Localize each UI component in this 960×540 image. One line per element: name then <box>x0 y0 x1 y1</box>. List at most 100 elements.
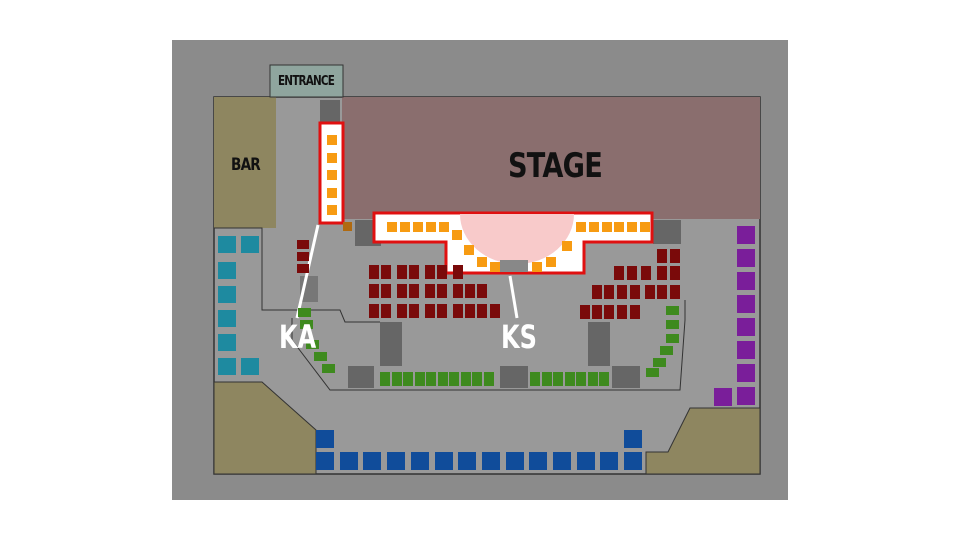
seat-red[interactable] <box>453 304 463 318</box>
seat-partial[interactable] <box>343 222 352 231</box>
seat-ks[interactable] <box>477 257 487 267</box>
seat-ka[interactable] <box>327 153 337 163</box>
seat-red[interactable] <box>437 284 447 298</box>
seat-ks[interactable] <box>576 222 586 232</box>
seat-blue[interactable] <box>553 452 571 470</box>
seat-green[interactable] <box>666 334 679 343</box>
seat-purple[interactable] <box>714 388 732 406</box>
seat-green[interactable] <box>553 372 563 386</box>
seat-red[interactable] <box>630 285 640 299</box>
seat-red[interactable] <box>381 265 391 279</box>
seat-red[interactable] <box>369 265 379 279</box>
seat-red[interactable] <box>381 284 391 298</box>
seat-blue[interactable] <box>624 452 643 470</box>
seat-ka[interactable] <box>327 188 337 198</box>
stage-area[interactable] <box>342 97 760 219</box>
seat-red[interactable] <box>409 265 419 279</box>
seat-purple[interactable] <box>737 318 755 336</box>
seat-blue[interactable] <box>316 452 334 470</box>
seat-ka[interactable] <box>327 205 337 215</box>
seat-green[interactable] <box>541 372 552 386</box>
seat-red[interactable] <box>297 240 309 249</box>
seat-red[interactable] <box>425 284 435 298</box>
seat-red[interactable] <box>614 266 624 280</box>
seat-purple[interactable] <box>737 364 755 382</box>
seat-red[interactable] <box>592 285 602 299</box>
seat-green[interactable] <box>314 352 327 361</box>
seat-green[interactable] <box>426 372 436 386</box>
seat-teal[interactable] <box>241 236 259 253</box>
seat-green[interactable] <box>322 364 335 373</box>
seat-ks[interactable] <box>640 222 650 232</box>
seat-red[interactable] <box>409 284 419 298</box>
seat-red[interactable] <box>490 304 500 318</box>
seat-red[interactable] <box>592 305 602 319</box>
seat-teal[interactable] <box>218 310 236 327</box>
seat-ks[interactable] <box>426 222 436 232</box>
seat-ks[interactable] <box>439 222 449 232</box>
seat-red[interactable] <box>381 304 391 318</box>
seat-red[interactable] <box>627 266 637 280</box>
seat-green[interactable] <box>460 372 471 386</box>
seat-teal[interactable] <box>218 358 236 375</box>
seat-purple[interactable] <box>737 341 755 359</box>
seat-red[interactable] <box>465 284 475 298</box>
seat-red[interactable] <box>670 249 680 263</box>
seat-green[interactable] <box>403 372 413 386</box>
seat-red[interactable] <box>453 284 463 298</box>
seat-ks[interactable] <box>546 257 556 267</box>
seat-blue[interactable] <box>387 452 406 470</box>
seat-green[interactable] <box>660 346 673 355</box>
seat-red[interactable] <box>369 284 379 298</box>
seat-purple[interactable] <box>737 272 755 290</box>
seat-green[interactable] <box>530 372 540 386</box>
seat-teal[interactable] <box>218 262 236 279</box>
seat-teal[interactable] <box>241 358 259 375</box>
seat-blue[interactable] <box>316 430 334 448</box>
seat-teal[interactable] <box>218 286 236 303</box>
seat-ks[interactable] <box>602 222 612 232</box>
seat-green[interactable] <box>380 372 390 386</box>
seat-blue[interactable] <box>410 452 429 470</box>
seat-red[interactable] <box>580 305 590 319</box>
seat-red[interactable] <box>670 266 680 280</box>
seat-red[interactable] <box>657 249 667 263</box>
seat-ks[interactable] <box>532 262 542 272</box>
seat-red[interactable] <box>397 284 407 298</box>
seat-purple[interactable] <box>737 226 755 244</box>
seat-blue[interactable] <box>529 452 548 470</box>
seat-green[interactable] <box>587 372 598 386</box>
seat-green[interactable] <box>646 368 659 377</box>
seat-ks[interactable] <box>452 230 462 240</box>
seat-red[interactable] <box>477 284 487 298</box>
seat-ks[interactable] <box>490 262 500 272</box>
seat-blue[interactable] <box>458 452 477 470</box>
seat-green[interactable] <box>391 372 402 386</box>
seat-blue[interactable] <box>481 452 500 470</box>
seat-purple[interactable] <box>737 387 755 405</box>
seat-green[interactable] <box>576 372 586 386</box>
seat-red[interactable] <box>477 304 487 318</box>
seat-ks[interactable] <box>387 222 397 232</box>
seat-red[interactable] <box>657 266 667 280</box>
seat-red[interactable] <box>630 305 640 319</box>
seat-red[interactable] <box>425 265 435 279</box>
seat-red[interactable] <box>465 304 475 318</box>
seat-green[interactable] <box>666 320 679 329</box>
seat-red[interactable] <box>670 285 680 299</box>
seat-ks[interactable] <box>400 222 410 232</box>
entrance-area[interactable] <box>269 64 344 98</box>
seat-ks[interactable] <box>614 222 624 232</box>
seat-ka[interactable] <box>327 135 337 145</box>
seat-red[interactable] <box>409 304 419 318</box>
seat-green[interactable] <box>300 320 313 329</box>
seat-blue[interactable] <box>576 452 595 470</box>
seat-purple[interactable] <box>737 249 755 267</box>
seat-red[interactable] <box>297 252 309 261</box>
seat-green[interactable] <box>414 372 425 386</box>
seat-green[interactable] <box>298 308 311 317</box>
seat-green[interactable] <box>653 358 666 367</box>
seat-blue[interactable] <box>624 430 642 448</box>
seat-green[interactable] <box>599 372 609 386</box>
seat-green[interactable] <box>449 372 459 386</box>
